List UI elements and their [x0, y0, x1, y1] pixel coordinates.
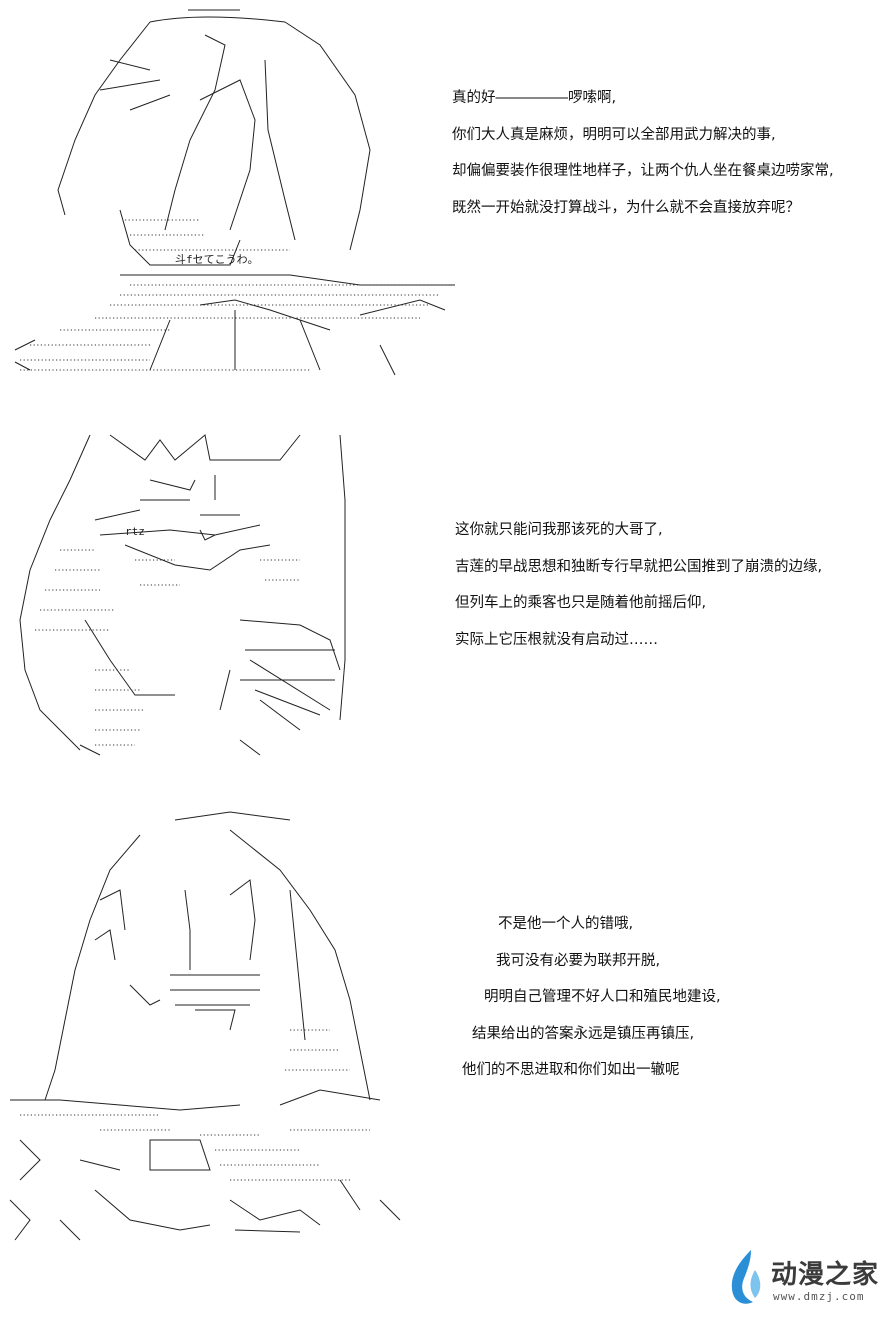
flame-logo-icon	[731, 1250, 761, 1304]
ascii-art-character-2: rtz	[0, 420, 480, 765]
dialog-text-3: 不是他一个人的错哦, 我可没有必要为联邦开脱, 明明自己管理不好人口和殖民地建设…	[462, 906, 721, 1089]
panel-2: rtz 这你就只能问我那该死的大哥了, 吉莲的早战思想和独断专行早就把公国推到了…	[0, 420, 886, 765]
ascii-art-character-3	[0, 800, 480, 1260]
dialog-line: 真的好―――――啰嗦啊,	[452, 90, 617, 106]
ascii-art-drawing: rtz	[19, 434, 346, 756]
watermark-brand: 动漫之家	[771, 1260, 880, 1290]
watermark-logo: 动漫之家 www.dmzj.com	[725, 1248, 880, 1312]
ascii-art-drawing	[9, 811, 401, 1241]
dialog-line: 这你就只能问我那该死的大哥了,	[455, 522, 663, 538]
watermark-url: www.dmzj.com	[773, 1290, 865, 1303]
dialog-line: 既然一开始就没打算战斗，为什么就不会直接放弃呢？	[452, 199, 800, 216]
dialog-line: 却偏偏要装作很理性地样子，让两个仇人坐在餐桌边唠家常,	[452, 163, 834, 179]
dialog-line: 他们的不思进取和你们如出一辙呢	[462, 1062, 680, 1078]
art-caption: 斗fセてこうわ。	[175, 253, 259, 266]
dialog-text-1: 真的好―――――啰嗦啊, 你们大人真是麻烦，明明可以全部用武力解决的事, 却偏偏…	[452, 80, 834, 226]
panel-1: 斗fセてこうわ。 真的好―――――啰嗦啊, 你们大人真是麻烦，明明可以全部用武力…	[0, 0, 886, 390]
art-caption: rtz	[125, 525, 145, 538]
dialog-text-2: 这你就只能问我那该死的大哥了, 吉莲的早战思想和独断专行早就把公国推到了崩溃的边…	[455, 512, 822, 658]
dialog-line: 吉莲的早战思想和独断专行早就把公国推到了崩溃的边缘,	[455, 558, 823, 575]
ascii-art-drawing: 斗fセてこうわ。	[14, 9, 455, 376]
dialog-line: 你们大人真是麻烦，明明可以全部用武力解决的事,	[452, 126, 776, 143]
dialog-line: 结果给出的答案永远是镇压再镇压,	[472, 1025, 695, 1042]
dialog-line: 不是他一个人的错哦,	[498, 916, 634, 932]
dialog-line: 但列车上的乘客也只是随着他前摇后仰,	[455, 595, 707, 611]
dialog-line: 明明自己管理不好人口和殖民地建设,	[484, 989, 721, 1005]
dialog-line: 实际上它压根就没有启动过……	[455, 631, 658, 648]
dialog-line: 我可没有必要为联邦开脱,	[496, 952, 661, 969]
panel-3: 不是他一个人的错哦, 我可没有必要为联邦开脱, 明明自己管理不好人口和殖民地建设…	[0, 800, 886, 1260]
ascii-art-character-1: 斗fセてこうわ。	[0, 0, 480, 390]
